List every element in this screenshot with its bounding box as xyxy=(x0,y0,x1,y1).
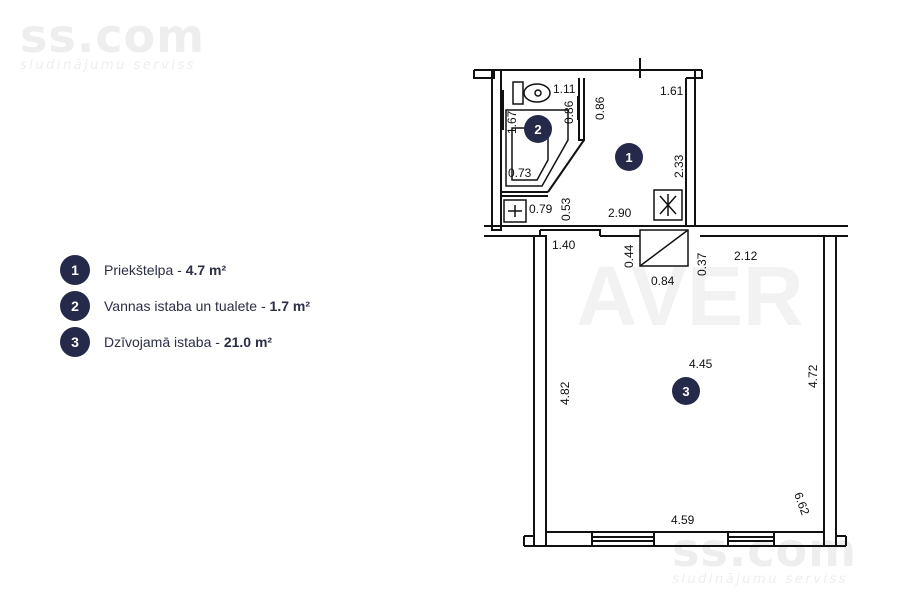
room-name: Vannas istaba un tualete - xyxy=(104,298,270,314)
room-name: Dzīvojamā istaba - xyxy=(104,334,224,350)
room-number-badge: 1 xyxy=(60,255,90,285)
dimension-label: 1.40 xyxy=(552,238,576,252)
dimension-label: 2.90 xyxy=(608,206,632,220)
dimension-label: 2.33 xyxy=(672,154,686,178)
dimension-label: 0.53 xyxy=(559,197,573,221)
legend-item: 3 Dzīvojamā istaba - 21.0 m² xyxy=(60,326,310,358)
room-name: Priekštelpa - xyxy=(104,262,186,278)
dimension-label: 4.45 xyxy=(689,357,713,371)
dimension-label: 4.59 xyxy=(671,513,695,527)
dimension-label: 0.44 xyxy=(622,244,636,268)
dimension-label: 0.73 xyxy=(508,166,532,180)
room-marker-3: 3 xyxy=(672,377,700,405)
legend-item: 2 Vannas istaba un tualete - 1.7 m² xyxy=(60,290,310,322)
room-number-badge: 3 xyxy=(60,327,90,357)
sink-icon xyxy=(503,199,527,223)
dimension-label: 4.72 xyxy=(806,364,820,388)
room-marker-label: 1 xyxy=(625,150,632,165)
dimension-label: 1.11 xyxy=(553,82,576,96)
dimension-label: 0.86 xyxy=(593,96,607,120)
dimension-label: 4.82 xyxy=(558,381,572,405)
room-number-badge: 2 xyxy=(60,291,90,321)
dimension-label: 0.37 xyxy=(695,252,709,276)
dimension-label: 6.62 xyxy=(791,490,812,517)
watermark-center: AVER xyxy=(576,249,803,343)
watermark-tagline: sludinājumu serviss xyxy=(672,572,849,587)
room-area: 1.7 m² xyxy=(269,298,310,314)
watermark-tagline: sludinājumu serviss xyxy=(20,58,197,73)
room-area: 4.7 m² xyxy=(185,262,227,278)
room-marker-1: 1 xyxy=(615,143,643,171)
room-marker-label: 3 xyxy=(682,384,689,399)
watermark-brand: ss.com xyxy=(20,9,206,63)
dimension-label: 1.67 xyxy=(505,110,519,134)
room-marker-2: 2 xyxy=(524,115,552,143)
dimension-label: 1.61 xyxy=(660,84,684,98)
legend-item: 1 Priekštelpa - 4.7 m² xyxy=(60,254,310,286)
room-marker-label: 2 xyxy=(534,122,541,137)
dimension-label: 0.86 xyxy=(562,100,576,124)
dimension-label: 0.79 xyxy=(529,202,553,216)
watermark-brand: ss.com xyxy=(672,523,858,577)
dimension-label: 0.84 xyxy=(651,274,675,288)
walls xyxy=(473,58,848,547)
legend-label: Priekštelpa - 4.7 m² xyxy=(104,262,226,278)
watermark-bottom: ss.com sludinājumu serviss xyxy=(672,523,858,587)
room-area: 21.0 m² xyxy=(223,334,273,350)
toilet-icon xyxy=(512,81,551,105)
room-legend: 1 Priekštelpa - 4.7 m² 2 Vannas istaba u… xyxy=(60,254,310,362)
watermark-top: ss.com sludinājumu serviss xyxy=(20,9,206,73)
door-icon xyxy=(639,229,689,267)
legend-label: Dzīvojamā istaba - 21.0 m² xyxy=(104,334,272,350)
ventilation-icon xyxy=(653,189,683,221)
legend-label: Vannas istaba un tualete - 1.7 m² xyxy=(104,298,310,314)
dimension-label: 2.12 xyxy=(734,249,758,263)
